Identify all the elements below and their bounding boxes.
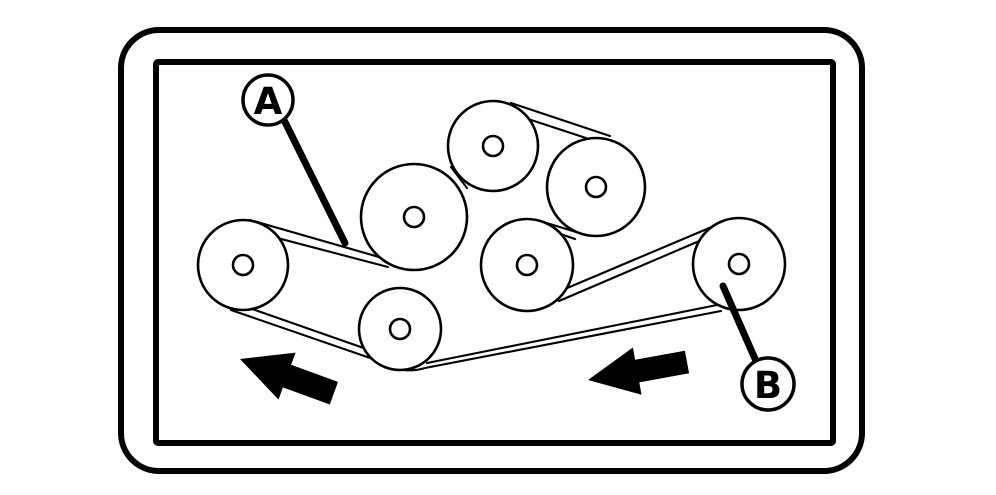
label-a-balloon	[241, 73, 295, 127]
label-b-leader-line	[719, 282, 760, 365]
frame-outer	[118, 27, 865, 474]
belt-segment	[551, 224, 716, 296]
belt-segment	[229, 308, 375, 361]
pulley-top-hole	[481, 134, 505, 158]
belt-segment	[425, 303, 719, 365]
pulley-middle-hole	[515, 253, 539, 277]
label-b-balloon	[740, 356, 796, 412]
belt-segment	[520, 115, 588, 140]
belt-segment	[236, 302, 377, 354]
rotation-arrow-right	[588, 347, 690, 395]
belt-segment	[557, 231, 720, 303]
pulley-top-right-hole	[584, 175, 608, 199]
label-a-leader-line	[280, 116, 349, 247]
pulley-left-hole	[231, 253, 255, 277]
rotation-arrow-left	[240, 352, 338, 405]
belt-segment	[449, 165, 469, 190]
belt-segment	[509, 101, 612, 138]
pulley-upper-mid-left-hole	[402, 205, 426, 229]
label-a-text: A	[254, 80, 283, 123]
belt-segment	[248, 218, 395, 263]
label-b-text: B	[754, 364, 782, 407]
pulley-bottom-mid-hole	[388, 317, 412, 341]
pulley-right-hole	[727, 252, 751, 276]
frame-inner	[153, 59, 836, 446]
